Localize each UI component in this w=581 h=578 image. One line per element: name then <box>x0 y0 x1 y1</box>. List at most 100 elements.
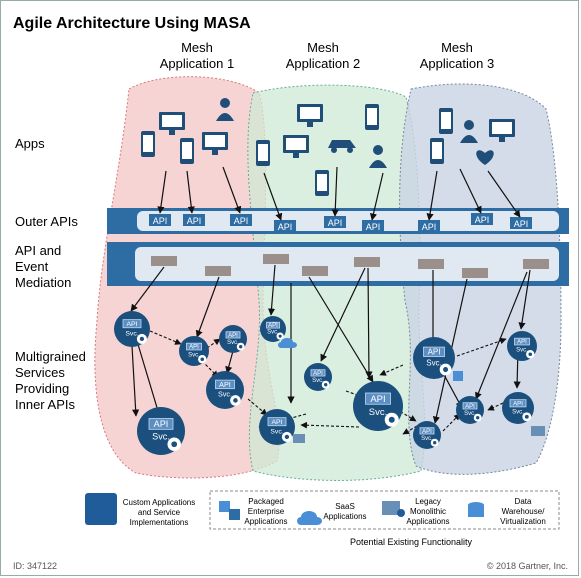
service-node-3-gear-hub <box>239 345 243 349</box>
legend-legacy-server-icon <box>382 501 400 515</box>
service-node-9-svc-label: Svc. <box>369 407 387 418</box>
legend-legacy-line3: Applications <box>406 517 449 526</box>
dashed-arrow-10 <box>456 337 507 357</box>
service-node-4-api-label: API <box>219 380 231 389</box>
service-node-9-api-box <box>365 392 391 405</box>
legend-custom-line2: and Service <box>138 508 181 517</box>
legend-packaged-line3: Applications <box>244 517 287 526</box>
service-node-7-gear-hub <box>284 434 290 440</box>
service-node-10-gear-hub <box>433 441 437 445</box>
dashed-arrow-8 <box>442 413 461 432</box>
mediation-inner-bar <box>135 247 559 281</box>
row-label-apps: Apps <box>15 136 45 151</box>
legend-data-line2: Warehouse/ <box>502 507 546 516</box>
legend-saas-cloud-icon <box>297 511 322 525</box>
service-node-10-svc-label: Svc. <box>421 436 433 442</box>
device-monitor-icon-5-stand <box>212 150 218 155</box>
mesh-app-1-label-line2: Application 1 <box>160 56 234 71</box>
row-label-inner-2: Services <box>15 365 65 380</box>
device-phone-icon-4 <box>180 138 194 164</box>
legend-saas-line1: SaaS <box>335 502 355 511</box>
outer-api-badge-2 <box>183 214 205 226</box>
packaged-app-icon-node <box>453 371 463 381</box>
flow-arrow-6 <box>369 172 384 221</box>
mediation-bar-6 <box>418 259 444 269</box>
service-node-2-svc-label: Svc. <box>188 352 200 358</box>
flow-arrow-1 <box>157 170 167 214</box>
service-node-7-api-box <box>267 417 287 427</box>
service-node-14-svc-label: Svc. <box>512 409 524 416</box>
flow-arrow-2 <box>186 170 195 214</box>
service-node-8-api-label: API <box>313 371 323 377</box>
device-car-icon-9-wheel-a <box>331 147 337 153</box>
service-node-10-api-label: API <box>422 429 432 435</box>
outer-api-badge-8 <box>471 213 493 225</box>
mesh-app-2-label-line1: Mesh <box>307 40 339 55</box>
device-monitor-icon-8-screen <box>286 138 306 150</box>
outer-api-label-9: API <box>514 219 529 229</box>
outer-api-badge-7 <box>418 220 440 232</box>
outer-api-label-5: API <box>328 218 343 228</box>
service-node-6-gear-hub <box>278 334 282 338</box>
service-node-4-svc-label: Svc. <box>218 390 232 399</box>
device-person-icon-15-head <box>464 120 474 130</box>
legend-custom-line3: Implementations <box>130 518 189 527</box>
row-label-inner-4: Inner APIs <box>15 397 75 412</box>
service-node-4-gear-hub <box>233 398 238 403</box>
legend-data-line3: Virtualization <box>500 517 546 526</box>
outer-api-label-2: API <box>187 216 202 226</box>
row-label-inner-1: Multigrained <box>15 349 86 364</box>
device-car-icon-9 <box>328 140 356 153</box>
service-node-13-gear-hub <box>476 416 480 420</box>
device-monitor-icon-14-stand <box>499 137 505 142</box>
service-node-10-api-box <box>419 427 435 435</box>
outer-api-badge-1 <box>149 214 171 226</box>
mediation-bar-1 <box>151 256 177 266</box>
service-node-8-api-box <box>310 369 326 377</box>
service-node-4-api-box <box>215 379 235 390</box>
service-node-3-api-box <box>225 331 241 339</box>
outer-api-label-1: API <box>153 216 168 226</box>
device-phone-icon-16-screen <box>432 142 442 159</box>
dashed-arrow-12 <box>402 425 418 435</box>
dashed-arrow-2 <box>206 338 221 349</box>
legend-existing-box <box>209 490 560 530</box>
flow-arrow-14 <box>320 267 366 362</box>
device-phone-icon-13-screen <box>441 112 451 129</box>
service-node-13-api-label: API <box>465 404 475 410</box>
service-node-11-gear-hub <box>443 367 449 373</box>
device-car-icon-9-wheel-b <box>347 147 353 153</box>
legend-legacy-line2: Monolithic <box>410 507 446 516</box>
service-node-13-api-box <box>462 402 478 410</box>
saas-cloud-icon-node <box>278 338 297 348</box>
dashed-arrow-9 <box>379 364 404 376</box>
device-person-icon-2 <box>216 98 234 121</box>
service-node-12-svc-label: Svc. <box>516 347 528 353</box>
legend-custom-line1: Custom Applications <box>123 498 195 507</box>
device-phone-icon-3 <box>141 131 155 157</box>
data-warehouse-icon-node <box>293 434 305 443</box>
flow-arrow-4 <box>263 172 283 221</box>
service-node-12-gear-hub <box>528 352 533 357</box>
legend-saas-line2: Applications <box>323 512 366 521</box>
outer-api-badge-3 <box>230 214 252 226</box>
flow-arrow-17 <box>518 269 531 330</box>
legend-packaged-cube-icon <box>219 501 230 512</box>
service-node-8-svc-label: Svc. <box>312 378 324 384</box>
outer-api-badge-6 <box>362 220 384 232</box>
flow-arrow-5 <box>331 166 339 217</box>
dashed-arrow-4 <box>247 398 268 416</box>
device-phone-icon-7-screen <box>367 108 377 125</box>
diagram-title: Agile Architecture Using MASA <box>13 15 251 32</box>
device-monitor-icon-14 <box>489 119 515 142</box>
